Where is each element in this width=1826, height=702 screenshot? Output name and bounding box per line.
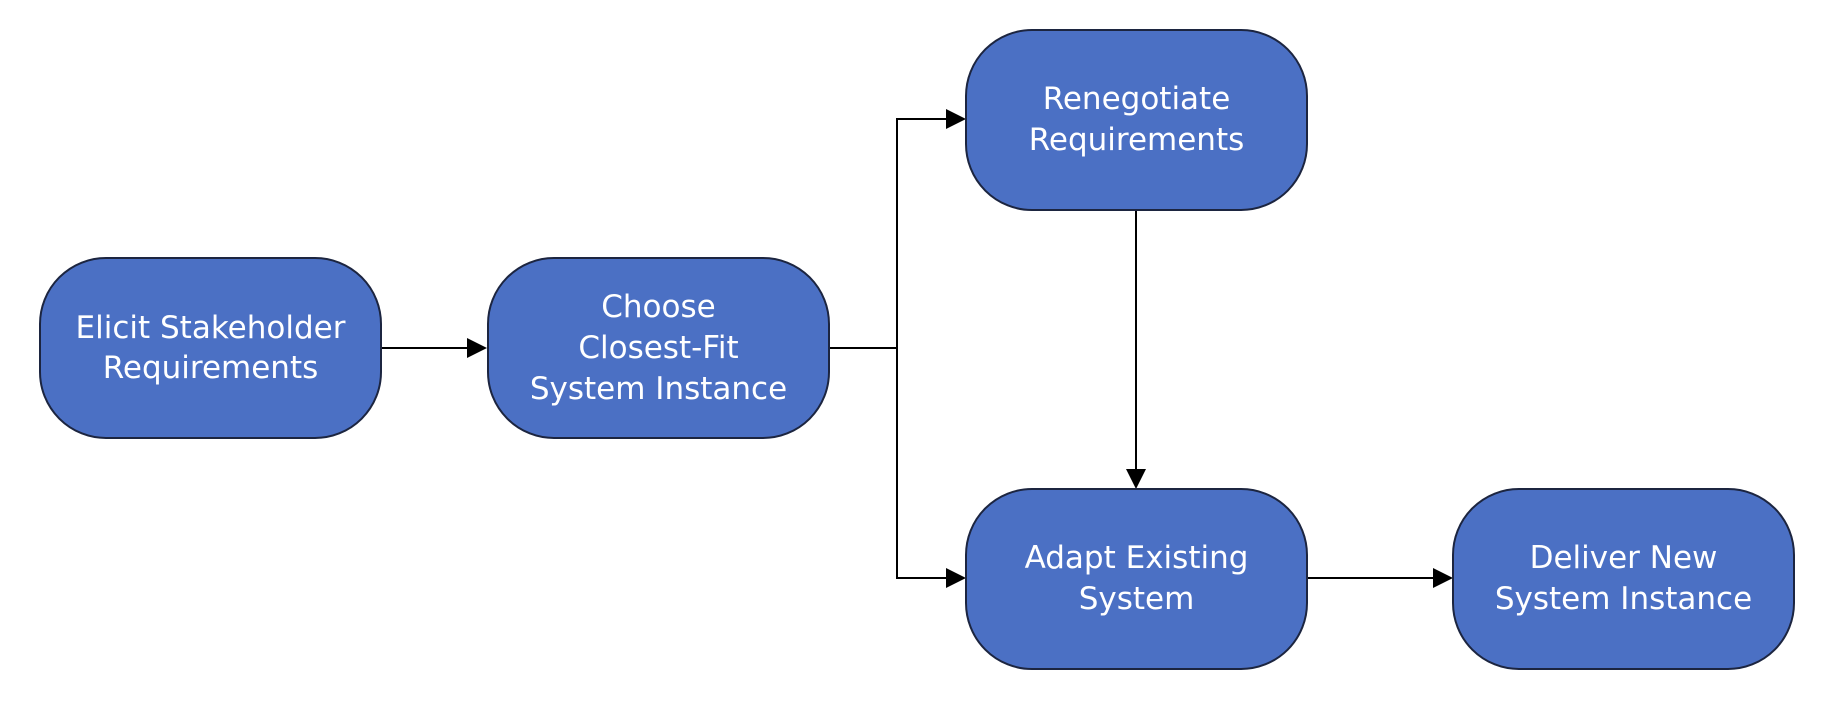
- edge-choose-to-renegotiate: [829, 118, 946, 349]
- node-label-line: Adapt Existing: [1025, 540, 1249, 576]
- node-label-line: Requirements: [1029, 122, 1245, 158]
- node-box: [965, 488, 1308, 670]
- node-choose-closest-fit-system-instance: Choose Closest-Fit System Instance: [487, 257, 830, 439]
- node-renegotiate-requirements: Renegotiate Requirements: [965, 29, 1308, 211]
- node-box: [487, 257, 830, 439]
- node-label-line: System: [1079, 581, 1195, 617]
- node-box: [39, 257, 382, 439]
- node-adapt-existing-system: Adapt Existing System: [965, 488, 1308, 670]
- node-label-line: Renegotiate: [1043, 81, 1231, 117]
- arrowhead-renegotiate-to-adapt: [1126, 469, 1146, 489]
- arrowhead-adapt-to-deliver: [1433, 568, 1453, 588]
- node-box: [1452, 488, 1795, 670]
- node-label-line: Deliver New: [1530, 540, 1718, 576]
- node-box: [965, 29, 1308, 211]
- arrowhead-choose-to-renegotiate: [946, 109, 966, 129]
- edge-choose-to-adapt: [896, 348, 946, 579]
- node-label-line: Closest-Fit: [578, 330, 738, 366]
- node-label-line: System Instance: [1495, 581, 1752, 617]
- node-label-line: Elicit Stakeholder: [76, 310, 346, 346]
- connectors: [381, 109, 1453, 588]
- arrowhead-choose-to-adapt: [946, 568, 966, 588]
- node-label-line: Requirements: [103, 350, 319, 386]
- node-elicit-stakeholder-requirements: Elicit Stakeholder Requirements: [39, 257, 382, 439]
- node-deliver-new-system-instance: Deliver New System Instance: [1452, 488, 1795, 670]
- node-label-line: System Instance: [530, 371, 787, 407]
- node-label-line: Choose: [601, 289, 715, 325]
- arrowhead-elicit-to-choose: [467, 338, 487, 358]
